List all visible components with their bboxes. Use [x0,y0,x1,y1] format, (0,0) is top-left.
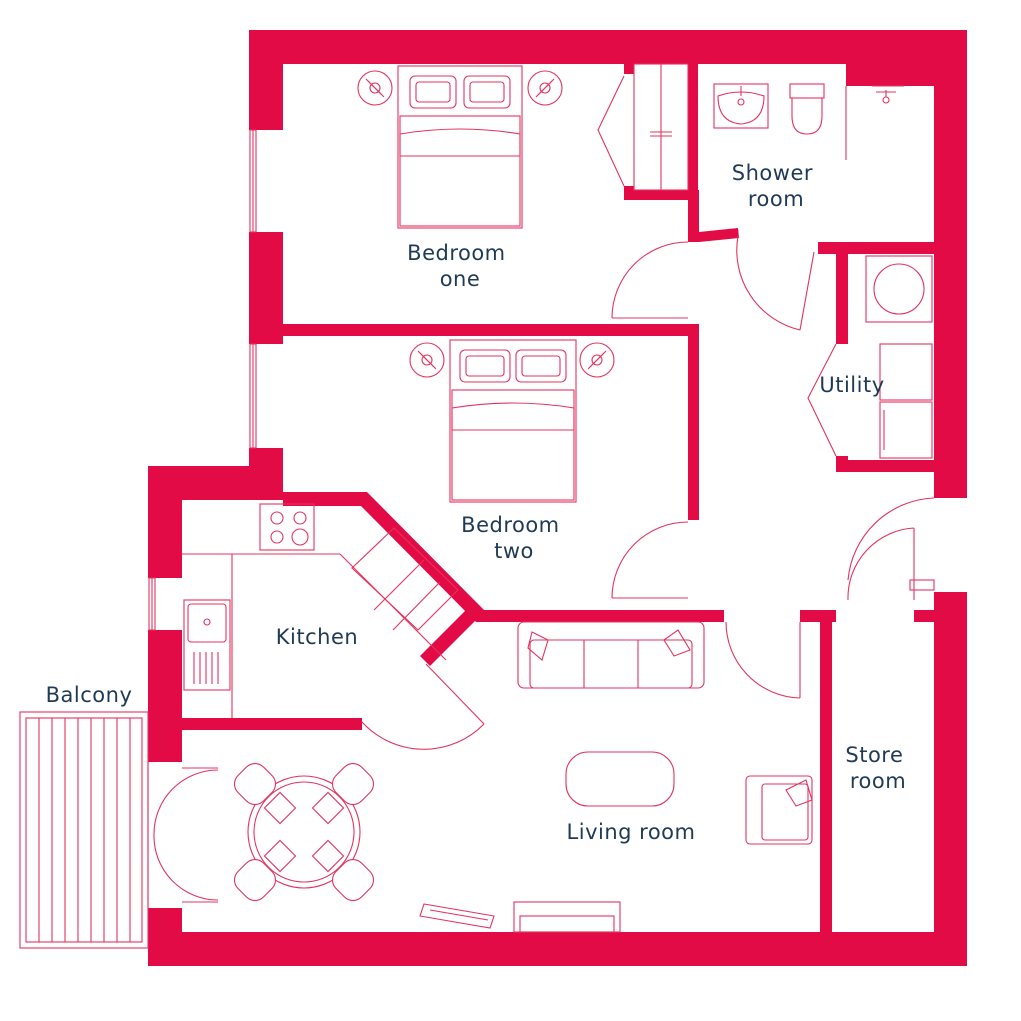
room-label-kitchen: Kitchen [276,625,358,649]
door-utility-bifold [807,343,837,457]
dining-chairs [233,762,375,902]
wall-right-lower [934,592,967,966]
wall-store-top [914,610,934,622]
wall-store-left [820,610,832,932]
bedside-lamp-icon [409,342,445,378]
dining-chair [331,858,375,902]
shower-icon [845,85,904,160]
room-label-store-room: Store room [845,743,910,793]
room-label-living-room: Living room [567,820,696,844]
utility-cabinet [879,343,933,459]
wall-utility-bottom [836,460,934,472]
sofa [517,621,705,689]
wall-shower-bottom-left [699,228,739,242]
wall-kitchen-left-b [148,630,182,762]
room-label-balcony: Balcony [46,683,133,707]
door-shower-room [736,235,815,331]
wall-left-living [148,908,182,966]
sink-icon [183,599,231,691]
place-setting [311,791,345,825]
bed-bedroom-one [397,65,523,229]
coffee-table [565,751,675,807]
window-kitchen [148,577,156,631]
wall-right-upper [934,30,967,498]
room-label-shower-room: Shower room [732,161,820,211]
dining-chair [233,762,277,806]
balcony-slats [38,718,131,942]
wall-kitchen-diag [420,606,480,666]
window-bedroom-two [249,343,257,449]
wall-wardrobe-bottom [624,190,699,200]
wall-bedroom-one-hall-b [688,324,699,520]
kitchen-units [351,527,459,631]
wall-left-bedroom-one-a [249,30,283,130]
toilet-icon [789,83,825,135]
door-living-room [725,621,801,699]
bedside-lamp-icon [357,70,393,106]
wall-shower-left [688,64,698,200]
washing-machine-icon [865,255,933,323]
basin-icon [713,83,769,129]
window-bedroom-one [249,129,257,233]
hob-icon [259,503,315,551]
wall-wardrobe-top [624,64,634,74]
bedside-lamp-icon [527,70,563,106]
wall-bedroom-one-hall-a [688,198,699,242]
walls [148,30,967,966]
room-label-bedroom-one: Bedroom one [407,241,513,291]
room-label-bedroom-two: Bedroom two [461,513,567,563]
wall-bedroom-two-kitchen-diag [283,492,486,622]
wall-bedrooms-divider [283,324,699,336]
door-wardrobe-bifold [597,75,625,187]
balcony-deck [19,711,149,949]
dining-chair [331,762,375,806]
bedside-lamp-icon [579,342,615,378]
door-kitchen [361,663,485,750]
bed-bedroom-two [449,339,577,503]
wall-living-top [476,610,724,622]
door-entrance [847,497,935,591]
wardrobe-bedroom-one [633,63,689,191]
wall-left-bedroom-one-b [249,232,283,344]
room-label-utility: Utility [819,373,884,397]
armchair [745,775,813,845]
door-store-room [847,527,915,601]
wall-bottom [148,932,967,966]
wall-kitchen-bottom [182,718,362,730]
tv-unit [513,901,621,933]
radiator-icon [419,903,495,929]
dining-chair [233,858,277,902]
room-labels: Bedroom one Shower room Utility Bedroom … [46,161,910,844]
wall-utility-left-a [836,254,848,344]
door-bedroom-one [611,241,689,319]
dining-table-set [233,762,375,902]
door-bedroom-two [611,521,689,599]
place-setting [263,839,297,873]
door-balcony [147,762,219,908]
sink-drainer [193,652,219,684]
place-setting [311,839,345,873]
wall-shower-bottom-right [818,242,934,254]
wall-kitchen-left-a [148,466,182,578]
place-setting [263,791,297,825]
windows [148,129,257,631]
